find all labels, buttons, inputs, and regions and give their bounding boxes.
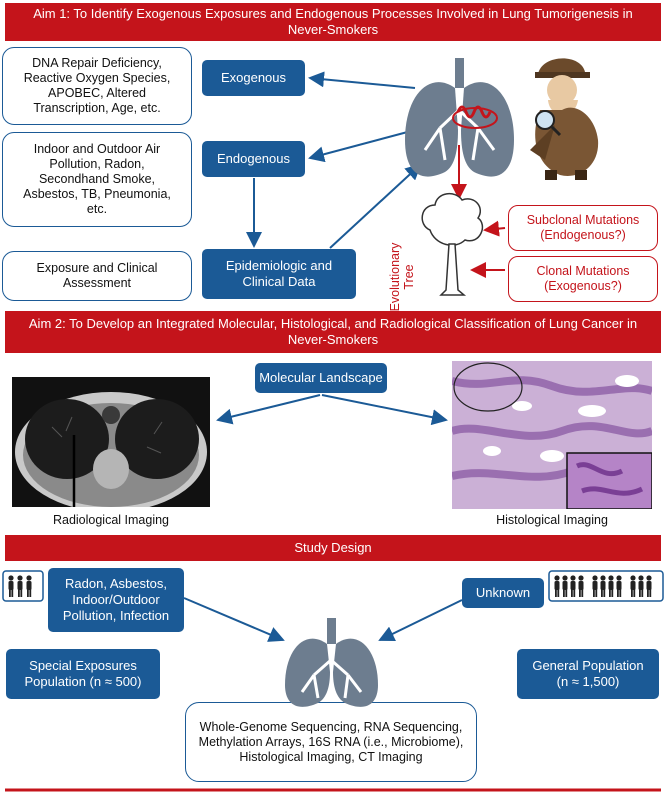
special-population-label: Special Exposures Population (n ≈ 500) <box>24 658 142 689</box>
unknown-box: Unknown <box>462 578 544 608</box>
endogenous-label-box: Endogenous <box>202 141 305 177</box>
arrow-lung-to-endogenous <box>308 129 416 163</box>
arrow-subclonal-to-tree <box>483 220 506 237</box>
exogenous-label: Exogenous <box>220 70 287 85</box>
clonal-mutations-label: Clonal Mutations (Exogenous?) <box>536 264 630 293</box>
arrow-epi-to-lung <box>329 163 422 249</box>
histological-caption: Histological Imaging <box>452 513 652 531</box>
histological-caption-text: Histological Imaging <box>496 513 608 527</box>
aim2-title: Aim 2: To Develop an Integrated Molecula… <box>28 316 638 347</box>
clonal-mutations-box: Clonal Mutations (Exogenous?) <box>508 256 658 302</box>
evolutionary-tree-icon <box>421 193 484 296</box>
general-population-label: General Population (n ≈ 1,500) <box>532 658 644 689</box>
epidemiologic-data-label: Epidemiologic and Clinical Data <box>225 258 333 289</box>
aim1-title: Aim 1: To Identify Exogenous Exposures a… <box>33 6 633 37</box>
arrow-molecular-to-ct <box>216 394 321 425</box>
exposures-label: Radon, Asbestos, Indoor/Outdoor Pollutio… <box>62 576 170 623</box>
histology-image <box>452 361 652 509</box>
arrow-unknown-to-lung <box>378 599 463 642</box>
special-population-box: Special Exposures Population (n ≈ 500) <box>6 649 160 699</box>
general-population-box: General Population (n ≈ 1,500) <box>517 649 659 699</box>
endogenous-label: Endogenous <box>216 151 290 166</box>
unknown-label: Unknown <box>475 585 531 600</box>
exogenous-label-box: Exogenous <box>202 60 305 96</box>
ct-scan-image <box>12 377 210 507</box>
aim2-banner: Aim 2: To Develop an Integrated Molecula… <box>5 311 661 353</box>
methods-text: Whole-Genome Sequencing, RNA Sequencing,… <box>198 719 464 764</box>
endogenous-factors-text: DNA Repair Deficiency, Reactive Oxygen S… <box>23 56 171 115</box>
molecular-landscape-label: Molecular Landscape <box>259 370 383 385</box>
study-design-banner: Study Design <box>5 535 661 561</box>
arrow-molecular-to-histology <box>321 394 448 426</box>
study-design-title: Study Design <box>294 540 372 555</box>
exposure-assessment-text: Exposure and Clinical Assessment <box>36 261 158 290</box>
ct-scan-drawing <box>15 392 207 507</box>
subclonal-mutations-label: Subclonal Mutations (Endogenous?) <box>526 213 640 242</box>
subclonal-mutations-box: Subclonal Mutations (Endogenous?) <box>508 205 658 251</box>
exposure-assessment-box: Exposure and Clinical Assessment <box>2 251 192 301</box>
endogenous-factors-box: DNA Repair Deficiency, Reactive Oxygen S… <box>2 47 192 125</box>
molecular-landscape-box: Molecular Landscape <box>255 363 387 393</box>
exogenous-factors-text: Indoor and Outdoor Air Pollution, Radon,… <box>23 142 171 216</box>
radiological-caption-text: Radiological Imaging <box>52 513 170 527</box>
arrow-exposures-to-lung <box>183 597 285 642</box>
lung-icon-bottom <box>285 618 378 707</box>
detective-icon <box>530 58 599 180</box>
exposures-box: Radon, Asbestos, Indoor/Outdoor Pollutio… <box>48 568 184 632</box>
exogenous-factors-box: Indoor and Outdoor Air Pollution, Radon,… <box>2 132 192 227</box>
radiological-caption: Radiological Imaging <box>12 513 210 531</box>
methods-box: Whole-Genome Sequencing, RNA Sequencing,… <box>185 702 477 782</box>
arrow-lung-to-exogenous <box>308 71 416 89</box>
lung-icon-top <box>405 58 514 177</box>
epidemiologic-data-box: Epidemiologic and Clinical Data <box>202 249 356 299</box>
aim1-banner: Aim 1: To Identify Exogenous Exposures a… <box>5 3 661 41</box>
histology-drawing <box>452 361 652 509</box>
